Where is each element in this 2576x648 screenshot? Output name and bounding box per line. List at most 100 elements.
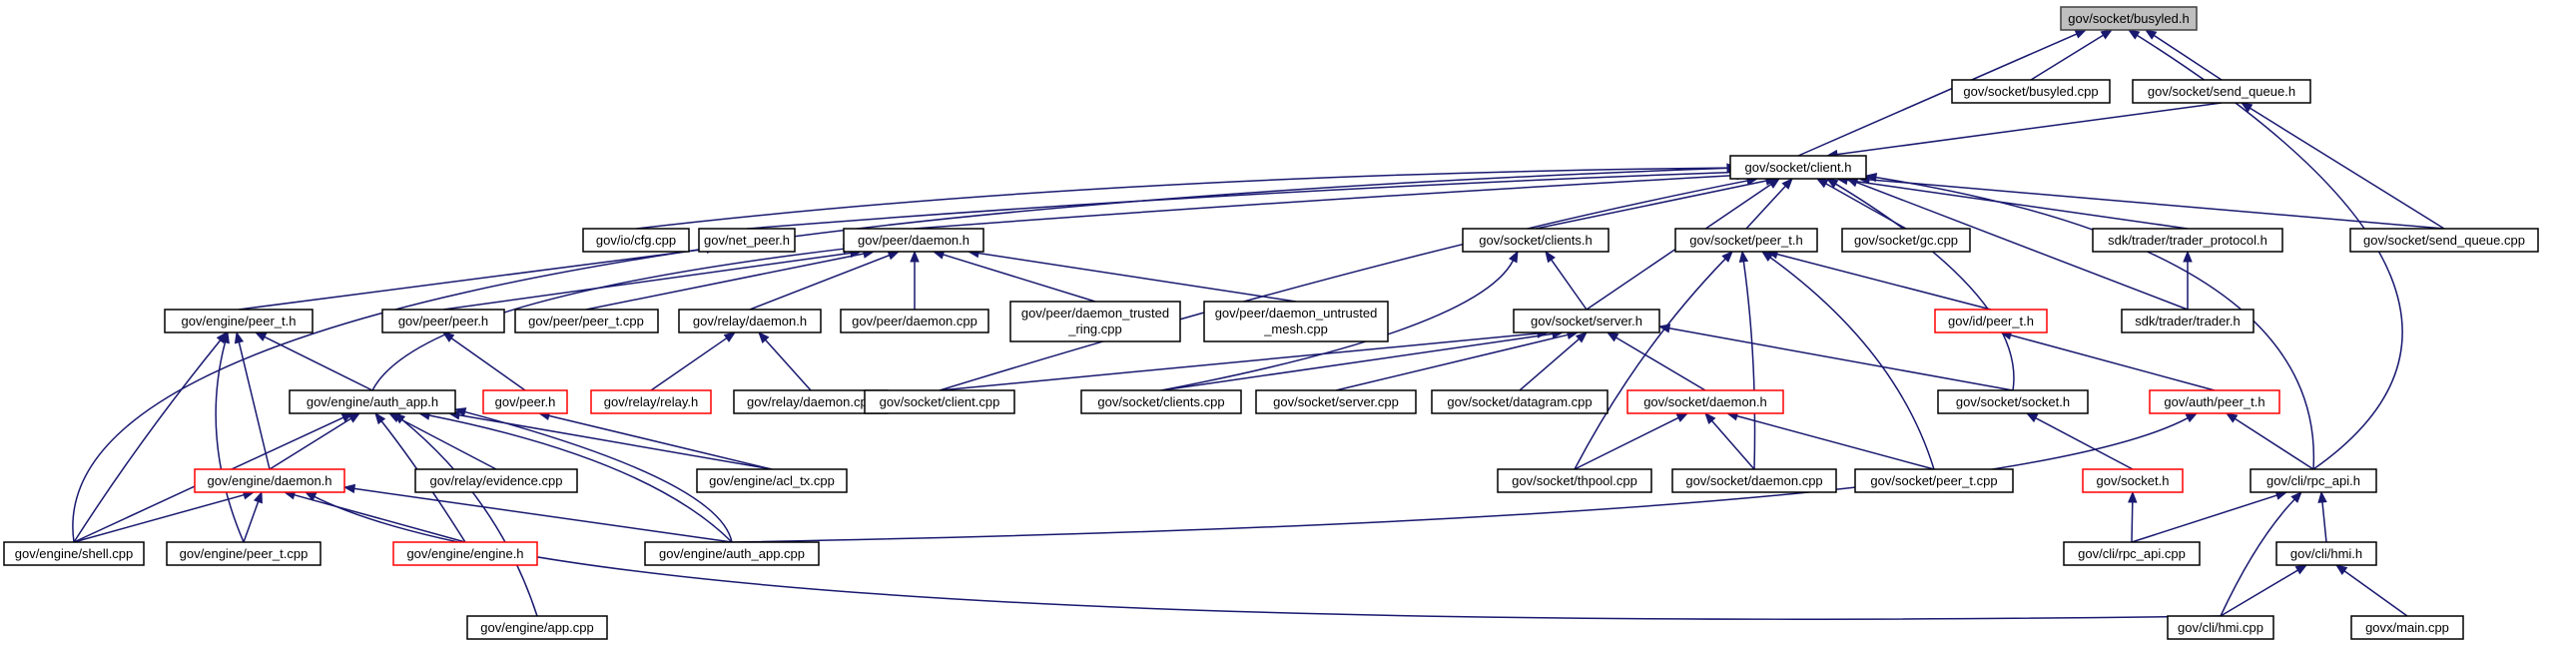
node-label: gov/socket/thpool.cpp — [1512, 473, 1637, 488]
node-gov-socket-clients-h[interactable]: gov/socket/clients.h — [1462, 228, 1610, 253]
dependency-edge — [1745, 178, 1793, 230]
dependency-edge — [2127, 29, 2403, 470]
node-label: gov/relay/daemon.h — [693, 314, 807, 328]
node-gov-engine-daemon-h[interactable]: gov/engine/daemon.h — [194, 468, 345, 493]
node-gov-io-cfg-cpp[interactable]: gov/io/cfg.cpp — [582, 228, 690, 253]
node-gov-socket-socket-h[interactable]: gov/socket/socket.h — [1937, 389, 2089, 414]
node-gov-engine-auth-app-h[interactable]: gov/engine/auth_app.h — [289, 389, 456, 414]
node-gov-socket-gc-cpp[interactable]: gov/socket/gc.cpp — [1841, 228, 1971, 253]
node-label: gov/io/cfg.cpp — [596, 233, 676, 248]
node-label-line-1: gov/peer/daemon_untrusted — [1215, 306, 1378, 321]
node-gov-socket-client-h[interactable]: gov/socket/client.h — [1729, 155, 1867, 180]
node-label: gov/id/peer_t.h — [1948, 314, 2034, 328]
dependency-edge — [2183, 250, 2193, 310]
dependency-edge — [1657, 324, 2014, 391]
node-gov-cli-rpc-api-h[interactable]: gov/cli/rpc_api.h — [2250, 468, 2377, 493]
node-gov-socket-server-cpp[interactable]: gov/socket/server.cpp — [1255, 389, 1417, 414]
node-gov-socket-datagram-cpp[interactable]: gov/socket/datagram.cpp — [1431, 389, 1609, 414]
node-gov-socket-thpool-cpp[interactable]: gov/socket/thpool.cpp — [1497, 468, 1652, 493]
node-gov-cli-rpc-api-cpp[interactable]: gov/cli/rpc_api.cpp — [2063, 541, 2201, 566]
node-label: gov/socket/server.cpp — [1273, 394, 1399, 409]
node-gov-relay-relay-h[interactable]: gov/relay/relay.h — [590, 389, 712, 414]
node-label: gov/cli/rpc_api.cpp — [2078, 546, 2186, 561]
node-label: gov/socket/send_queue.h — [2148, 84, 2295, 99]
node-gov-net-peer-h[interactable]: gov/net_peer.h — [698, 228, 796, 253]
dependency-edge — [243, 490, 263, 543]
dependency-edge — [913, 170, 1749, 230]
node-gov-socket-busyled-h[interactable]: gov/socket/busyled.h — [2060, 6, 2198, 31]
dependency-edge — [453, 407, 733, 543]
node-label: gov/socket.h — [2097, 473, 2170, 488]
dependency-edge — [441, 331, 526, 391]
node-gov-socket-busyled-cpp[interactable]: gov/socket/busyled.cpp — [1951, 79, 2111, 104]
node-gov-socket-peer-t-h[interactable]: gov/socket/peer_t.h — [1674, 228, 1818, 253]
node-gov-peer-peer-h[interactable]: gov/peer/peer.h — [381, 309, 505, 333]
node-gov-engine-shell-cpp[interactable]: gov/engine/shell.cpp — [3, 541, 145, 566]
node-gov-relay-daemon-h[interactable]: gov/relay/daemon.h — [678, 309, 822, 333]
node-gov-socket-clients-cpp[interactable]: gov/socket/clients.cpp — [1080, 389, 1242, 414]
node-gov-engine-auth-app-cpp[interactable]: gov/engine/auth_app.cpp — [644, 541, 820, 566]
node-gov-engine-peer-t-h[interactable]: gov/engine/peer_t.h — [164, 309, 314, 333]
node-gov-auth-peer-t-h[interactable]: gov/auth/peer_t.h — [2149, 389, 2280, 414]
node-label: gov/socket/peer_t.cpp — [1870, 473, 1997, 488]
node-gov-cli-hmi-cpp[interactable]: gov/cli/hmi.cpp — [2167, 615, 2274, 640]
node-label: gov/socket/datagram.cpp — [1447, 394, 1592, 409]
dependency-edge — [2317, 490, 2327, 543]
dependency-edge — [73, 490, 256, 543]
dependency-edge — [392, 412, 538, 617]
dependency-edge — [447, 410, 773, 470]
node-gov-socket-peer-t-cpp[interactable]: gov/socket/peer_t.cpp — [1854, 468, 2014, 493]
node-gov-relay-evidence-cpp[interactable]: gov/relay/evidence.cpp — [414, 468, 578, 493]
dependency-edge — [1606, 331, 1706, 391]
dependency-edge — [746, 167, 1749, 230]
node-label: gov/socket/client.cpp — [880, 394, 1000, 409]
node-label: gov/peer/peer_t.cpp — [528, 314, 644, 328]
dependency-edge — [1519, 331, 1589, 391]
node-gov-cli-hmi-h[interactable]: gov/cli/hmi.h — [2275, 541, 2377, 566]
dependency-edge — [650, 331, 737, 391]
node-label: gov/socket/daemon.h — [1643, 394, 1767, 409]
dependency-edge — [749, 251, 901, 311]
dependency-edge — [234, 330, 271, 470]
node-gov-peer-daemon-untrusted-mesh-cpp[interactable]: gov/peer/daemon_untrusted_mesh.cpp — [1203, 301, 1389, 342]
node-gov-engine-engine-h[interactable]: gov/engine/engine.h — [392, 541, 538, 566]
node-label-line-2: _mesh.cpp — [1263, 322, 1328, 336]
dependency-edge — [2225, 412, 2314, 470]
node-gov-engine-acl-tx-cpp[interactable]: gov/engine/acl_tx.cpp — [696, 468, 848, 493]
node-sdk-trader-trader-protocol-h[interactable]: sdk/trader/trader_protocol.h — [2092, 228, 2283, 253]
node-gov-peer-daemon-cpp[interactable]: gov/peer/daemon.cpp — [840, 309, 989, 333]
node-gov-socket-server-h[interactable]: gov/socket/server.h — [1513, 309, 1660, 333]
node-gov-peer-peer-t-cpp[interactable]: gov/peer/peer_t.cpp — [514, 309, 659, 333]
node-gov-socket-send-queue-cpp[interactable]: gov/socket/send_queue.cpp — [2349, 228, 2539, 253]
node-label: gov/engine/peer_t.cpp — [180, 546, 309, 561]
node-gov-peer-h[interactable]: gov/peer.h — [482, 389, 568, 414]
node-gov-id-peer-t-h[interactable]: gov/id/peer_t.h — [1934, 309, 2048, 333]
node-gov-socket-client-cpp[interactable]: gov/socket/client.cpp — [864, 389, 1015, 414]
node-label: gov/socket/daemon.cpp — [1685, 473, 1822, 488]
node-label: sdk/trader/trader.h — [2135, 314, 2241, 328]
node-label: gov/socket/busyled.cpp — [1963, 84, 2098, 99]
node-gov-socket-daemon-h[interactable]: gov/socket/daemon.h — [1626, 389, 1784, 414]
node-gov-socket-h[interactable]: gov/socket.h — [2082, 468, 2184, 493]
node-gov-socket-daemon-cpp[interactable]: gov/socket/daemon.cpp — [1671, 468, 1837, 493]
node-label: gov/engine/auth_app.cpp — [659, 546, 805, 561]
dependency-edge — [2334, 564, 2408, 617]
node-gov-peer-daemon-trusted-ring-cpp[interactable]: gov/peer/daemon_trusted_ring.cpp — [1009, 301, 1181, 342]
dependency-edge — [1857, 175, 2445, 230]
node-gov-engine-peer-t-cpp[interactable]: gov/engine/peer_t.cpp — [166, 541, 322, 566]
node-label: gov/net_peer.h — [704, 233, 790, 248]
node-sdk-trader-trader-h[interactable]: sdk/trader/trader.h — [2121, 309, 2254, 333]
node-gov-socket-send-queue-h[interactable]: gov/socket/send_queue.h — [2132, 79, 2311, 104]
node-label: gov/socket/busyled.h — [2068, 11, 2189, 26]
node-gov-engine-app-cpp[interactable]: gov/engine/app.cpp — [466, 615, 608, 640]
node-label: gov/socket/peer_t.h — [1689, 233, 1802, 248]
node-govx-main-cpp[interactable]: govx/main.cpp — [2350, 615, 2464, 640]
dependency-edge — [1825, 102, 2223, 160]
node-label: gov/socket/send_queue.cpp — [2363, 233, 2525, 248]
dependency-edge — [966, 248, 1297, 303]
dependency-edge — [238, 244, 719, 311]
node-gov-relay-daemon-cpp[interactable]: gov/relay/daemon.cpp — [733, 389, 889, 414]
node-gov-peer-daemon-h[interactable]: gov/peer/daemon.h — [843, 228, 984, 253]
dependency-edge — [1160, 250, 1519, 391]
